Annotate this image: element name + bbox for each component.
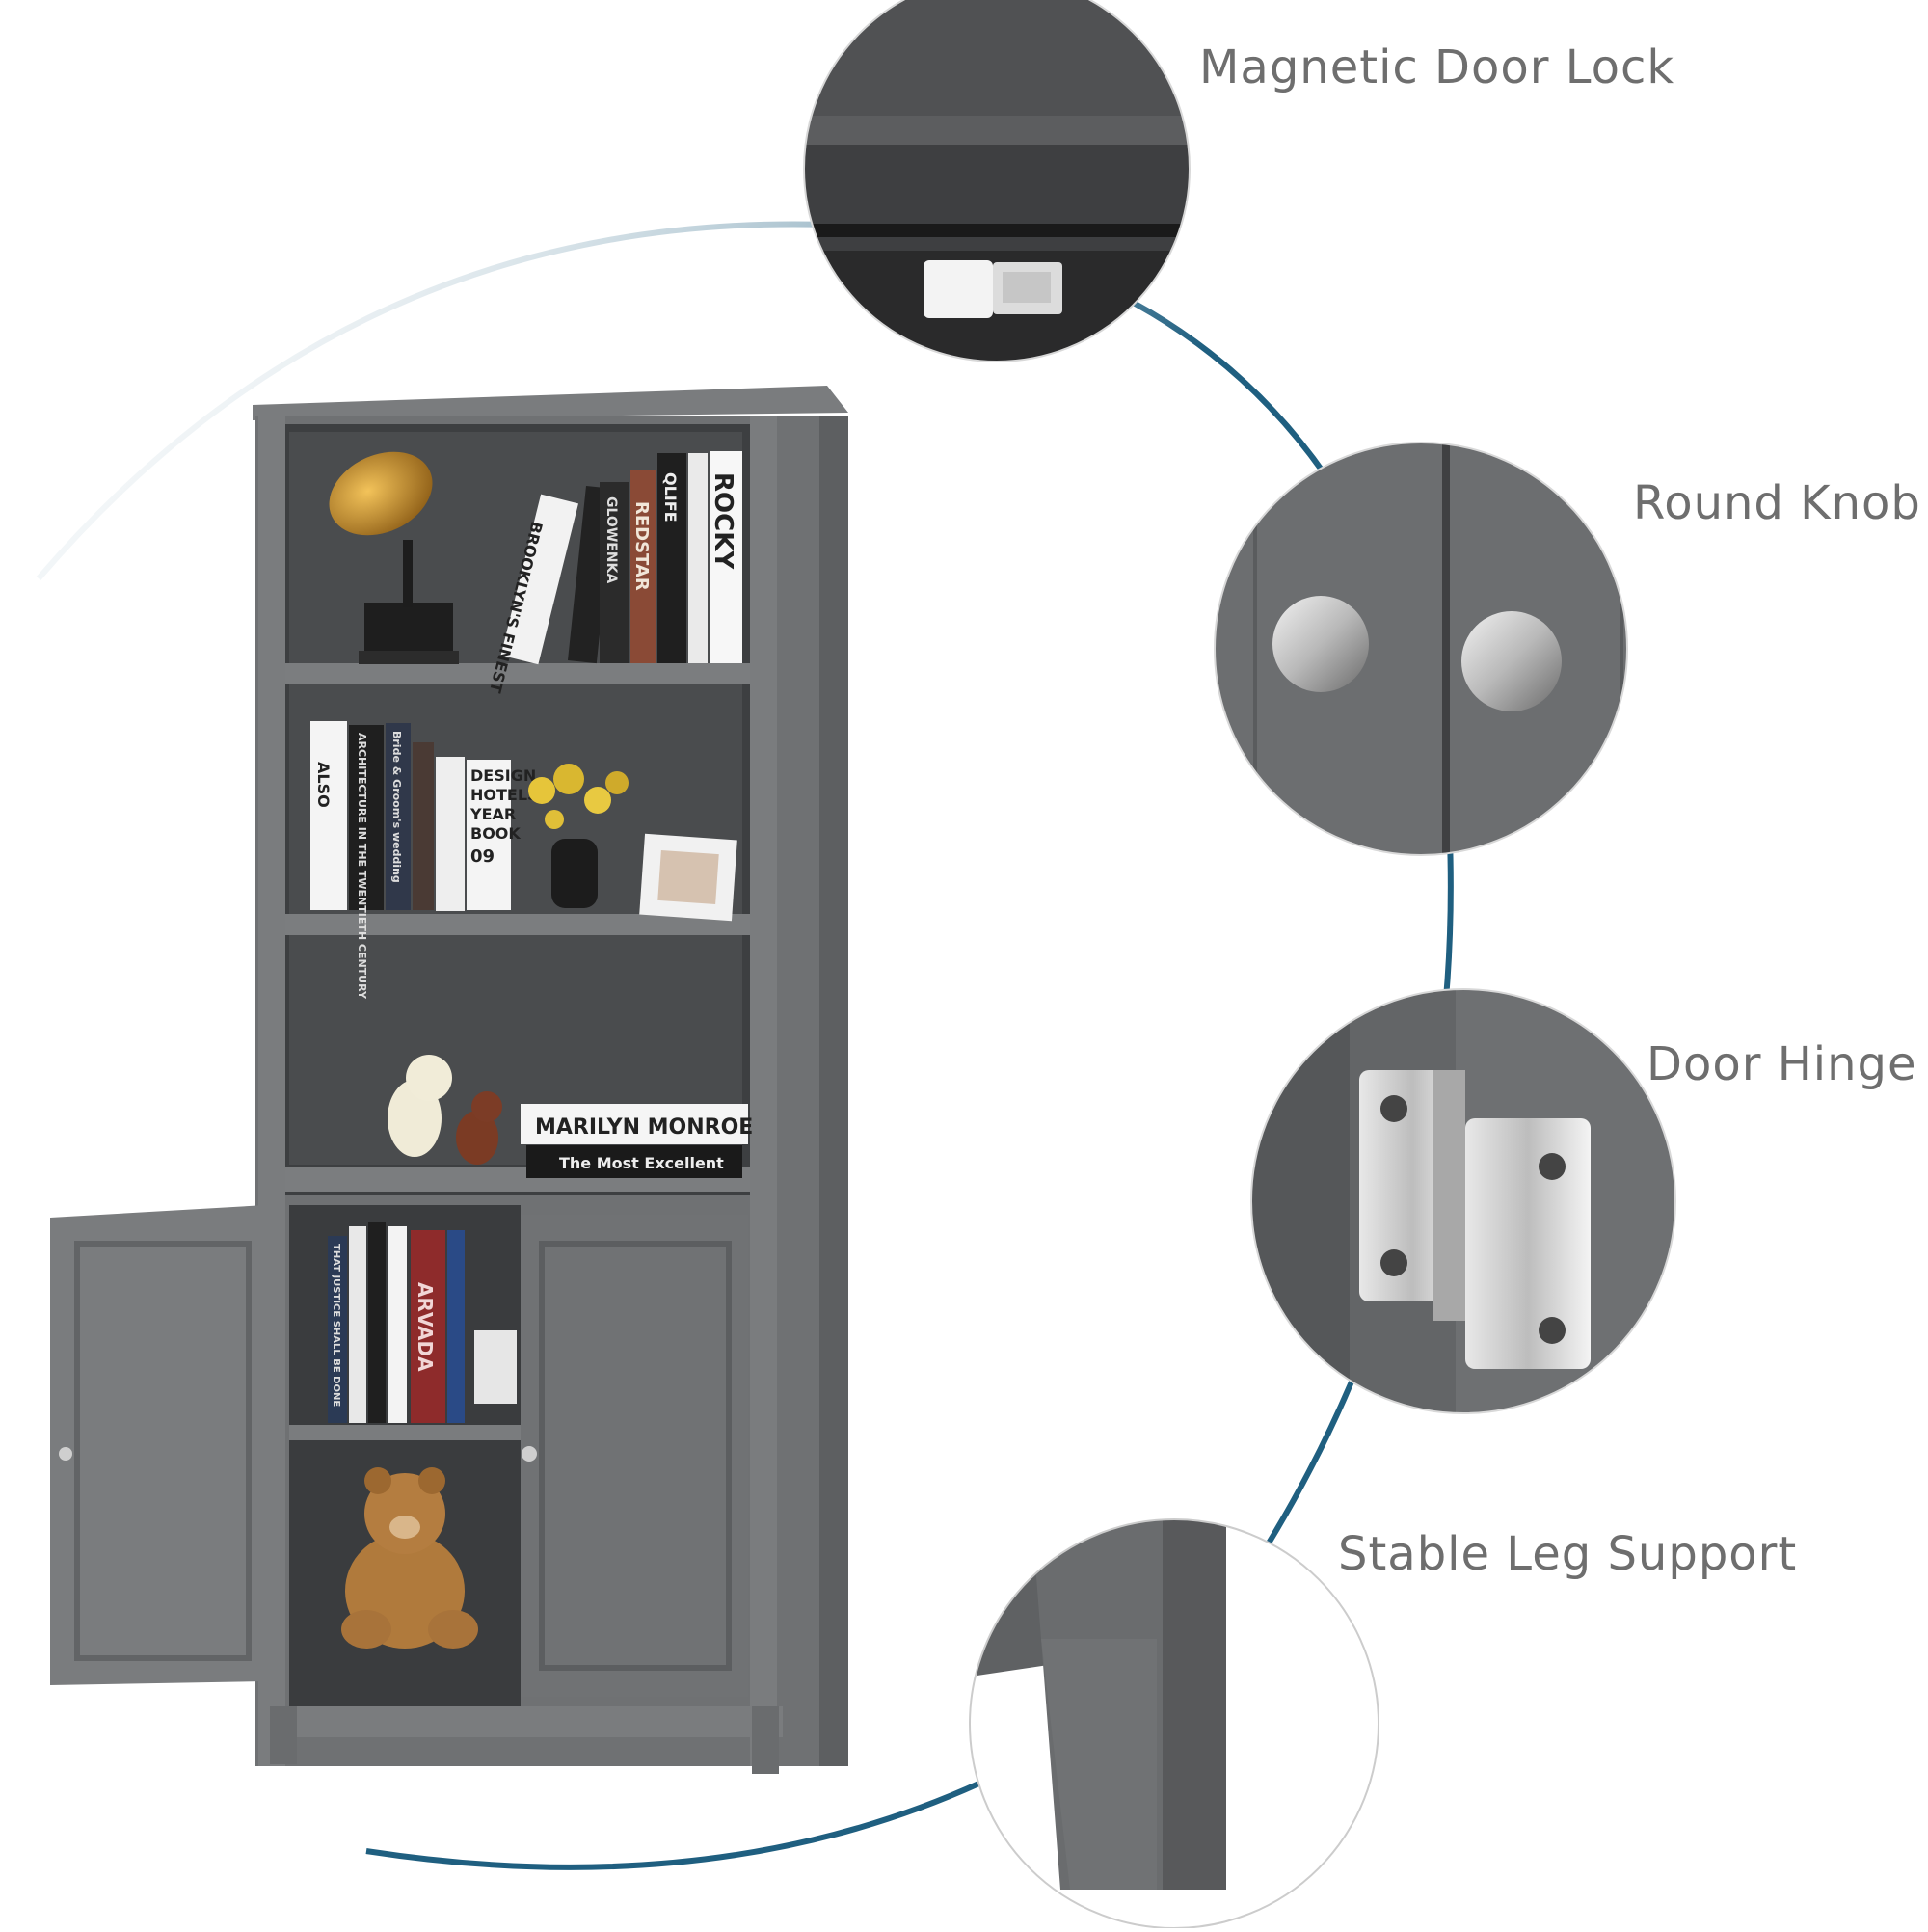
door-hinge-label: Door Hinge bbox=[1647, 1037, 1917, 1091]
svg-text:ARCHITECTURE IN THE TWENTIETH: ARCHITECTURE IN THE TWENTIETH CENTURY bbox=[356, 733, 368, 1000]
svg-text:REDSTAR: REDSTAR bbox=[631, 501, 652, 591]
round-knob-detail bbox=[1214, 442, 1628, 856]
magnetic-door-lock-detail bbox=[803, 0, 1191, 362]
svg-text:The Most Excellent: The Most Excellent bbox=[559, 1154, 724, 1172]
svg-text:MARILYN MONROE: MARILYN MONROE bbox=[535, 1115, 753, 1140]
stable-leg-support-label: Stable Leg Support bbox=[1338, 1527, 1798, 1581]
svg-text:DESIGN: DESIGN bbox=[470, 766, 536, 785]
svg-text:HOTELS: HOTELS bbox=[470, 786, 539, 804]
svg-text:QLIFE: QLIFE bbox=[661, 472, 680, 523]
bookcase-cabinet: BROOKLYN'S FINEST GLOWENKA REDSTAR QLIFE… bbox=[50, 386, 848, 1774]
svg-text:Bride & Groom's wedding: Bride & Groom's wedding bbox=[390, 731, 403, 883]
door-hinge-detail bbox=[1250, 988, 1676, 1414]
svg-text:09: 09 bbox=[470, 846, 495, 867]
svg-text:ROCKY: ROCKY bbox=[709, 472, 737, 570]
magnetic-door-lock-label: Magnetic Door Lock bbox=[1199, 40, 1675, 94]
round-knob-label: Round Knob bbox=[1633, 476, 1921, 530]
svg-text:THAT JUSTICE SHALL BE DONE: THAT JUSTICE SHALL BE DONE bbox=[331, 1244, 341, 1407]
svg-text:GLOWENKA: GLOWENKA bbox=[603, 496, 619, 583]
svg-text:BOOK: BOOK bbox=[470, 824, 521, 843]
svg-text:ARVADA: ARVADA bbox=[414, 1282, 437, 1372]
svg-text:YEAR: YEAR bbox=[469, 805, 516, 823]
svg-text:ALSO: ALSO bbox=[314, 762, 333, 808]
stable-leg-support-detail bbox=[969, 1518, 1379, 1929]
